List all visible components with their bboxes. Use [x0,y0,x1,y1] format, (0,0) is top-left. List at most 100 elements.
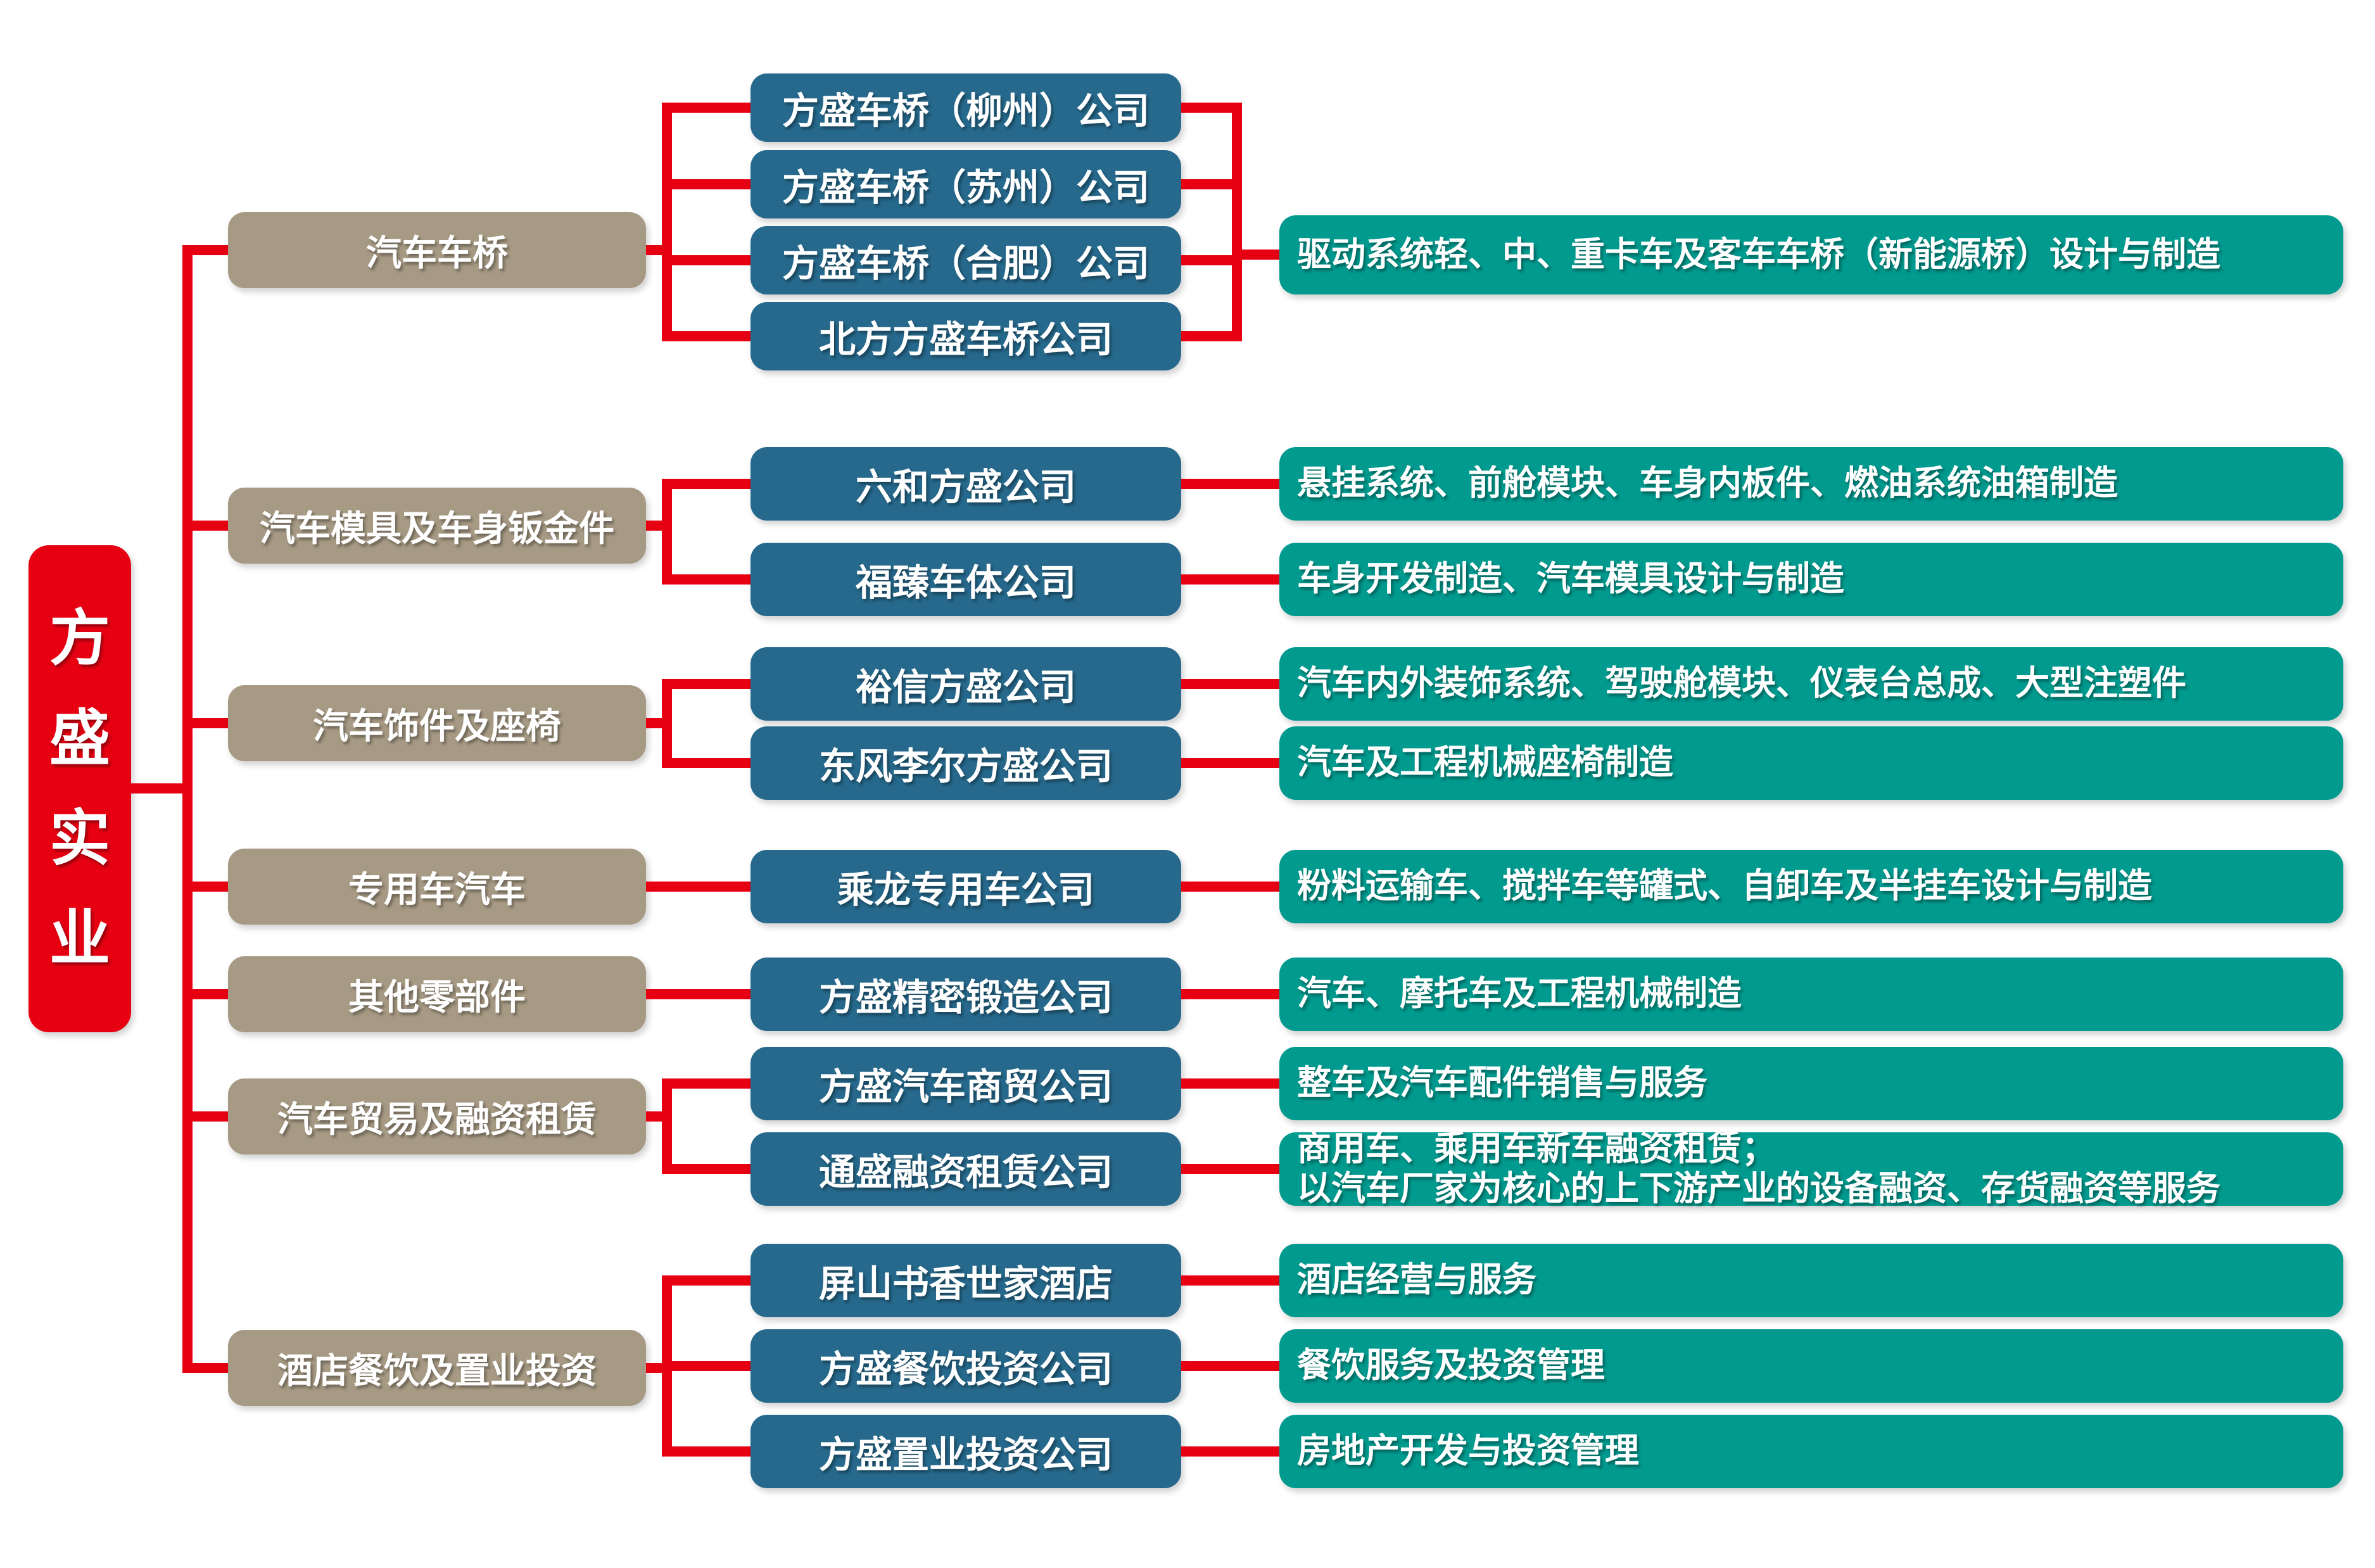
connector-line [662,1275,672,1457]
company-box-4-1: 乘龙专用车公司 [750,850,1181,923]
connector-line [182,245,193,1373]
company-box-6-1: 方盛汽车商贸公司 [750,1047,1181,1120]
category-label: 专用车汽车 [348,869,526,909]
description-box-3-2: 汽车及工程机械座椅制造 [1279,726,2343,800]
description-label: 车身开发制造、汽车模具设计与制造 [1297,560,1844,598]
description-label: 整车及汽车配件销售与服务 [1297,1064,1707,1103]
description-box-2-1: 悬挂系统、前舱模块、车身内板件、燃油系统油箱制造 [1279,447,2343,521]
description-label: 汽车及工程机械座椅制造 [1297,743,1673,782]
connector-line [1242,250,1279,260]
connector-line [1181,574,1279,585]
connector-line [182,521,228,531]
category-box-4: 专用车汽车 [228,849,646,925]
connector-line [672,255,750,265]
company-box-3-2: 东风李尔方盛公司 [750,726,1181,800]
company-box-1-3: 方盛车桥（合肥）公司 [750,226,1181,294]
root-label: 方盛实业 [49,604,110,973]
connector-line [672,331,750,341]
description-box-4-1: 粉料运输车、搅拌车等罐式、自卸车及半挂车设计与制造 [1279,850,2343,923]
connector-line [672,574,750,585]
connector-line [672,479,750,489]
description-label: 商用车、乘用车新车融资租赁； 以汽车厂家为核心的上下游产业的设备融资、存货融资等… [1297,1129,2220,1208]
company-label: 乘龙专用车公司 [837,869,1094,911]
category-label: 其他零部件 [348,977,526,1017]
company-label: 方盛车桥（合肥）公司 [782,243,1150,284]
connector-line [1181,758,1279,768]
description-label: 汽车内外装饰系统、驾驶舱模块、仪表台总成、大型注塑件 [1297,664,2186,703]
category-label: 汽车贸易及融资租赁 [277,1099,597,1139]
connector-line [646,989,750,999]
connector-line [1181,255,1242,265]
company-label: 裕信方盛公司 [855,667,1076,708]
description-box-2-2: 车身开发制造、汽车模具设计与制造 [1279,543,2343,616]
company-label: 屏山书香世家酒店 [818,1263,1113,1305]
description-box-7-3: 房地产开发与投资管理 [1279,1415,2343,1488]
connector-line [672,1164,750,1174]
description-label: 汽车、摩托车及工程机械制造 [1297,975,1742,1013]
company-label: 方盛精密锻造公司 [818,977,1113,1018]
connector-line [1181,1446,1279,1457]
company-box-7-3: 方盛置业投资公司 [750,1415,1181,1488]
category-box-2: 汽车模具及车身钣金件 [228,488,646,564]
connector-line [672,179,750,189]
company-box-5-1: 方盛精密锻造公司 [750,958,1181,1031]
connector-line [662,103,672,341]
company-box-1-1: 方盛车桥（柳州）公司 [750,73,1181,142]
company-label: 方盛餐饮投资公司 [818,1349,1113,1390]
connector-line [662,679,672,768]
company-label: 六和方盛公司 [855,467,1076,508]
connector-line [672,758,750,768]
connector-line [662,1078,672,1174]
connector-line [1181,1164,1279,1174]
connector-line [1232,103,1242,341]
company-label: 福臻车体公司 [855,562,1076,604]
connector-line [672,1078,750,1089]
category-box-1: 汽车车桥 [228,212,646,288]
connector-line [672,1275,750,1286]
category-box-5: 其他零部件 [228,956,646,1032]
description-label: 房地产开发与投资管理 [1297,1432,1639,1470]
connector-line [182,718,228,728]
company-box-1-2: 方盛车桥（苏州）公司 [750,150,1181,218]
connector-line [1181,679,1279,689]
connector-line [1181,989,1279,999]
connector-line [672,103,750,113]
connector-line [1181,331,1242,341]
company-label: 通盛融资租赁公司 [818,1152,1113,1193]
description-box-1-1: 驱动系统轻、中、重卡车及客车车桥（新能源桥）设计与制造 [1279,215,2343,294]
company-box-7-1: 屏山书香世家酒店 [750,1244,1181,1317]
company-label: 方盛汽车商贸公司 [818,1066,1113,1108]
category-label: 汽车模具及车身钣金件 [260,508,614,548]
company-label: 北方方盛车桥公司 [818,319,1113,360]
description-box-7-1: 酒店经营与服务 [1279,1244,2343,1317]
company-box-6-2: 通盛融资租赁公司 [750,1132,1181,1206]
connector-line [1181,179,1242,189]
connector-line [1181,479,1279,489]
description-label: 餐饮服务及投资管理 [1297,1346,1605,1385]
connector-line [131,783,193,793]
description-box-6-2: 商用车、乘用车新车融资租赁； 以汽车厂家为核心的上下游产业的设备融资、存货融资等… [1279,1129,2343,1208]
connector-line [1181,1078,1279,1089]
company-label: 东风李尔方盛公司 [818,746,1113,787]
company-box-3-1: 裕信方盛公司 [750,647,1181,721]
connector-line [182,1363,228,1373]
connector-line [1181,103,1242,113]
company-label: 方盛置业投资公司 [818,1434,1113,1476]
description-label: 悬挂系统、前舱模块、车身内板件、燃油系统油箱制造 [1297,464,2118,503]
description-label: 粉料运输车、搅拌车等罐式、自卸车及半挂车设计与制造 [1297,867,2152,906]
connector-line [672,1361,750,1371]
category-box-3: 汽车饰件及座椅 [228,685,646,761]
description-box-6-1: 整车及汽车配件销售与服务 [1279,1047,2343,1120]
company-box-2-1: 六和方盛公司 [750,447,1181,521]
connector-line [182,1111,228,1122]
connector-line [1181,882,1279,892]
root-box: 方盛实业 [28,545,131,1032]
connector-line [1181,1275,1279,1286]
category-label: 汽车车桥 [366,232,508,273]
description-box-5-1: 汽车、摩托车及工程机械制造 [1279,958,2343,1031]
company-label: 方盛车桥（苏州）公司 [782,167,1150,208]
connector-line [672,679,750,689]
category-label: 汽车饰件及座椅 [313,705,561,746]
connector-line [672,1446,750,1457]
